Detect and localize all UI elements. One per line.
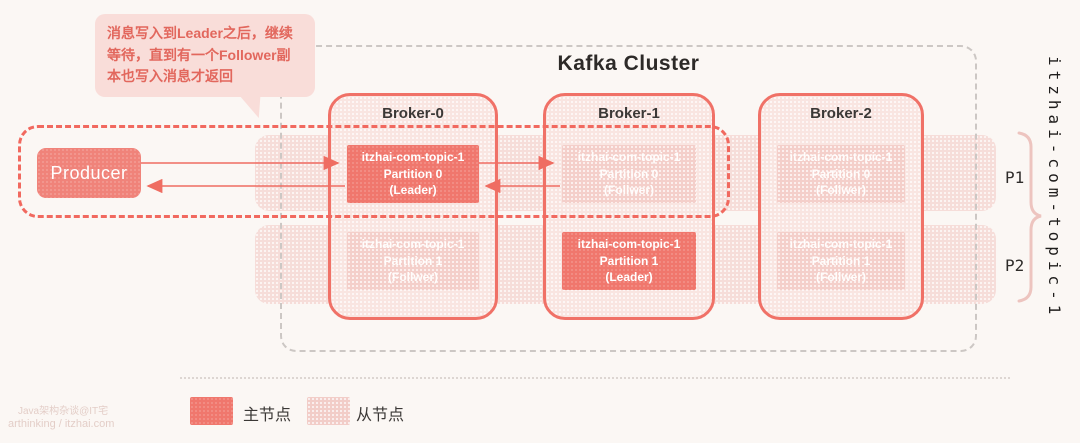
watermark-line-2: arthinking / itzhai.com: [8, 418, 115, 430]
partition-name: Partition 0: [599, 166, 659, 181]
partition-role: (Follwer): [816, 270, 866, 285]
broker-1-partition-0-follower: itzhai-com-topic-1 Partition 0 (Follwer): [562, 145, 696, 203]
broker-2-partition-1-follower: itzhai-com-topic-1 Partition 1 (Follwer): [777, 232, 905, 290]
callout-line-1: 消息写入到Leader之后，继续: [107, 25, 293, 41]
broker-0-partition-1-follower: itzhai-com-topic-1 Partition 1 (Follwer): [347, 232, 479, 290]
broker-1-partition-1-leader: itzhai-com-topic-1 Partition 1 (Leader): [562, 232, 696, 290]
partition-topic: itzhai-com-topic-1: [789, 150, 893, 165]
callout-line-3: 本也写入消息才返回: [107, 68, 233, 85]
partition-topic: itzhai-com-topic-1: [361, 150, 465, 165]
watermark-line-1: Java架构杂谈@IT宅: [18, 406, 109, 417]
partition-role: (Leader): [389, 183, 437, 198]
partition-name: Partition 1: [811, 253, 871, 268]
legend-swatch-follower: [307, 397, 350, 425]
partition-topic: itzhai-com-topic-1: [361, 237, 465, 252]
partition-topic: itzhai-com-topic-1: [577, 237, 681, 252]
partition-name: Partition 1: [383, 253, 443, 268]
partition-role: (Leader): [605, 270, 653, 285]
kafka-cluster-container: Kafka Cluster: [280, 45, 977, 352]
row-label-p2: P2: [1005, 256, 1025, 275]
partition-name: Partition 0: [811, 166, 871, 181]
partition-role: (Follwer): [816, 183, 866, 198]
partition-topic: itzhai-com-topic-1: [577, 150, 681, 165]
legend-swatch-leader: [190, 397, 233, 425]
broker-1-title: Broker-1: [598, 105, 660, 122]
legend-label-leader: 主节点: [243, 407, 292, 424]
legend-label-follower: 从节点: [356, 407, 405, 424]
row-label-p1: P1: [1005, 168, 1025, 187]
broker-0: Broker-0 itzhai-com-topic-1 Partition 0 …: [328, 93, 498, 320]
producer-label: Producer: [50, 162, 128, 183]
callout-line-2: 等待，直到有一个Follower副: [107, 46, 291, 63]
producer-box: Producer: [37, 148, 141, 198]
partition-role: (Follwer): [604, 183, 654, 198]
ack-flow-dashed-boundary: [18, 125, 730, 218]
legend-divider: [180, 377, 1010, 379]
partition-topic: itzhai-com-topic-1: [789, 237, 893, 252]
partition-name: Partition 0: [383, 166, 443, 181]
broker-0-title: Broker-0: [382, 105, 444, 122]
partition-role: (Follwer): [388, 270, 438, 285]
broker-2: Broker-2 itzhai-com-topic-1 Partition 0 …: [758, 93, 924, 320]
topic-vertical-label: itzhai-com-topic-1: [1045, 56, 1064, 320]
partition-name: Partition 1: [599, 253, 659, 268]
broker-2-partition-0-follower: itzhai-com-topic-1 Partition 0 (Follwer): [777, 145, 905, 203]
broker-2-title: Broker-2: [810, 105, 872, 122]
broker-0-partition-0-leader: itzhai-com-topic-1 Partition 0 (Leader): [347, 145, 479, 203]
broker-1: Broker-1 itzhai-com-topic-1 Partition 0 …: [543, 93, 715, 320]
callout-tail: [233, 88, 261, 118]
cluster-title: Kafka Cluster: [557, 52, 700, 75]
callout-bubble: 消息写入到Leader之后，继续 等待，直到有一个Follower副 本也写入消…: [95, 14, 315, 98]
